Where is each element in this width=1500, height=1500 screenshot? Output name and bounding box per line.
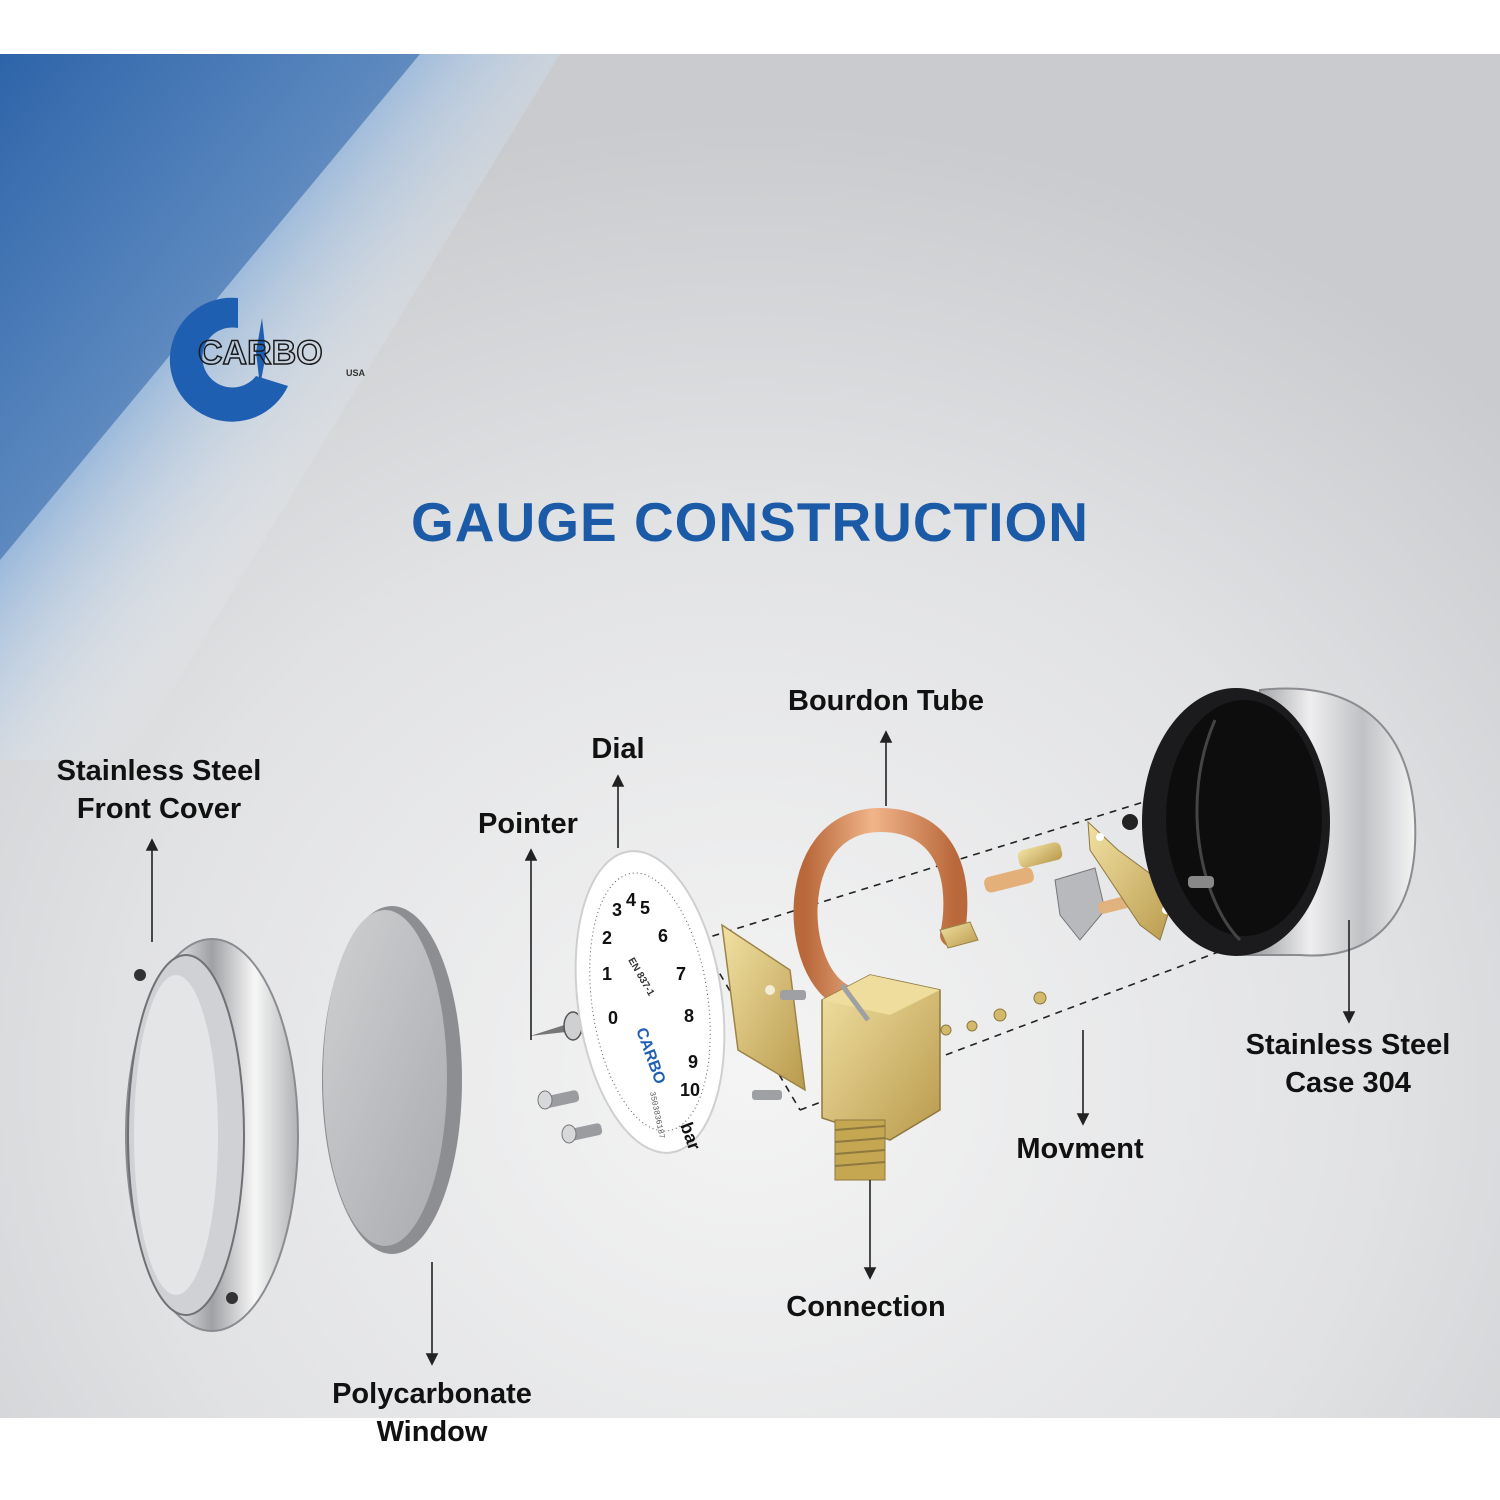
leader-lines	[145, 730, 1356, 1366]
label-window-line-1: Polycarbonate	[332, 1378, 532, 1410]
label-case: Stainless Steel Case 304	[1220, 1026, 1476, 1102]
dial-number: 4	[626, 890, 636, 910]
movement-front-plate	[721, 923, 806, 1100]
dial-number: 1	[602, 964, 612, 984]
bourdon-tube	[793, 807, 979, 1012]
logo-brand-text: CARBO	[198, 334, 323, 372]
front-cover-ring	[125, 938, 299, 1332]
polycarbonate-window	[322, 906, 462, 1254]
dial-number: 2	[602, 928, 612, 948]
dial-number: 7	[676, 964, 686, 984]
label-window-line-2: Window	[376, 1416, 488, 1448]
dial-number: 6	[658, 926, 668, 946]
label-connection: Connection	[786, 1291, 946, 1323]
page-title: GAUGE CONSTRUCTION	[411, 491, 1089, 553]
label-case-line-2: Case 304	[1285, 1067, 1411, 1099]
label-window: Polycarbonate Window	[300, 1375, 564, 1451]
dial-number: 5	[640, 898, 650, 918]
dial-number: 8	[684, 1006, 694, 1026]
movement-parts	[940, 814, 1176, 1036]
stainless-steel-case	[1142, 687, 1417, 957]
label-case-line-1: Stainless Steel	[1245, 1029, 1451, 1061]
label-front-cover-line-1: Stainless Steel	[56, 755, 262, 787]
label-front-cover-line-2: Front Cover	[76, 793, 242, 825]
exploded-view: EN 837-1 bar CARBO 3503836187 0123456789…	[0, 54, 1500, 1418]
dial-number: 9	[688, 1052, 698, 1072]
label-movement: Movment	[1016, 1133, 1144, 1165]
label-front-cover: Stainless Steel Front Cover	[34, 752, 284, 828]
connection-block	[821, 974, 941, 1181]
label-pointer: Pointer	[478, 808, 578, 840]
carbo-logo: CARBO USA	[166, 292, 386, 422]
logo-sub-text: USA	[346, 368, 366, 378]
label-bourdon-tube: Bourdon Tube	[788, 685, 984, 717]
pointer-needle	[530, 1011, 584, 1041]
dial-number: 3	[612, 900, 622, 920]
carbo-logo-mark: CARBO USA	[169, 297, 366, 422]
window-screws	[537, 1090, 603, 1144]
label-dial: Dial	[591, 733, 645, 765]
dial-number: 10	[680, 1080, 700, 1100]
dial-number: 0	[608, 1008, 618, 1028]
